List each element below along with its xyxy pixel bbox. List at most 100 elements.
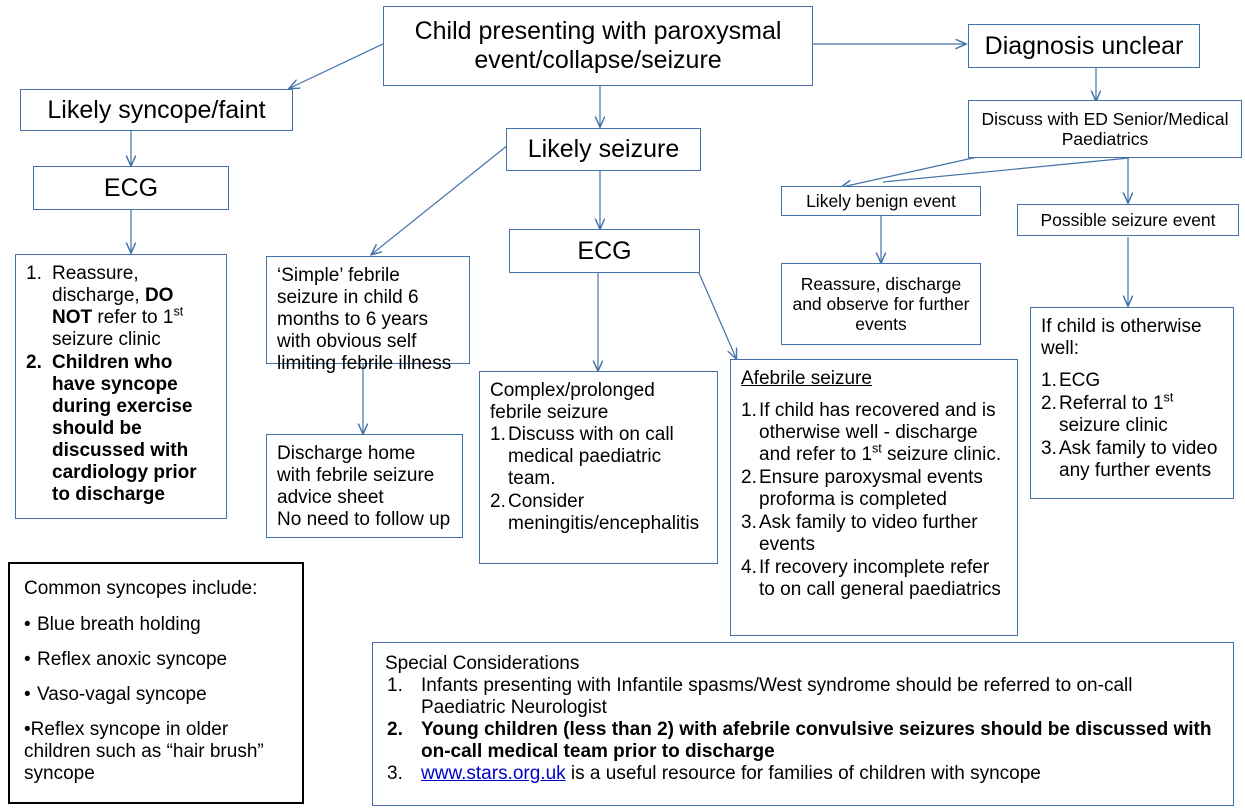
- list-item: •Reflex syncope in older children such a…: [24, 719, 288, 785]
- arrow-root-to-likely-syncope: [290, 43, 384, 88]
- list-item: 2. Children who have syncope during exer…: [26, 352, 216, 506]
- bullet-icon: •: [24, 649, 31, 671]
- list-text: If recovery incomplete refer to on call …: [759, 557, 1001, 601]
- list-text: Vaso-vagal syncope: [37, 684, 207, 706]
- list-marker: 1.: [490, 424, 506, 446]
- bullet-icon: •: [24, 719, 31, 741]
- afebrile-heading: Afebrile seizure: [741, 368, 872, 389]
- complex-febrile-list: 1. Discuss with on call medical paediatr…: [490, 424, 707, 535]
- node-simple-febrile-label: ‘Simple’ febrile seizure in child 6 mont…: [277, 265, 452, 375]
- node-likely-syncope[interactable]: Likely syncope/faint: [20, 89, 293, 131]
- list-marker: 2.: [387, 719, 403, 741]
- node-ecg-mid[interactable]: ECG: [509, 229, 700, 273]
- node-diagnosis-unclear[interactable]: Diagnosis unclear: [968, 24, 1200, 68]
- list-item: • Reflex anoxic syncope: [24, 649, 288, 671]
- list-text: Referral to 1st seizure clinic: [1059, 390, 1174, 437]
- common-syncopes-list: • Blue breath holding • Reflex anoxic sy…: [24, 614, 288, 785]
- node-common-syncopes[interactable]: Common syncopes include: • Blue breath h…: [8, 562, 304, 804]
- list-item: 1. Reassure, discharge, DO NOT refer to …: [26, 263, 216, 351]
- list-text: If child has recovered and is otherwise …: [759, 400, 1002, 466]
- list-item: 2. Ensure paroxysmal events proforma is …: [741, 467, 1007, 511]
- list-marker: 3.: [387, 763, 403, 785]
- list-item: 3. Ask family to video any further event…: [1041, 438, 1223, 482]
- list-text: Reflex anoxic syncope: [37, 649, 228, 671]
- node-special-considerations[interactable]: Special Considerations 1. Infants presen…: [372, 642, 1234, 806]
- list-marker: 2.: [1041, 393, 1057, 415]
- list-marker: 2.: [490, 491, 506, 513]
- node-simple-febrile[interactable]: ‘Simple’ febrile seizure in child 6 mont…: [266, 256, 470, 374]
- list-item: 1. Discuss with on call medical paediatr…: [490, 424, 707, 490]
- discharge-home-line2: No need to follow up: [277, 509, 451, 531]
- complex-febrile-heading: Complex/prolonged febrile seizure: [490, 380, 655, 424]
- list-text: Ask family to video any further events: [1059, 438, 1218, 482]
- node-root-label: Child presenting with paroxysmal event/c…: [414, 17, 782, 74]
- list-marker: 4.: [741, 557, 757, 579]
- list-marker: 1.: [387, 675, 403, 697]
- discharge-home-line1: Discharge home with febrile seizure advi…: [277, 443, 435, 509]
- stars-link[interactable]: www.stars.org.uk: [421, 763, 566, 785]
- bullet-icon: •: [24, 684, 31, 706]
- list-text: Children who have syncope during exercis…: [52, 352, 197, 506]
- list-text: Young children (less than 2) with afebri…: [421, 719, 1212, 763]
- arrow-ecg-mid-to-afebrile: [698, 272, 736, 358]
- node-ecg-mid-label: ECG: [577, 236, 632, 265]
- list-item: 4. If recovery incomplete refer to on ca…: [741, 557, 1007, 601]
- list-item: 2. Referral to 1st seizure clinic: [1041, 390, 1223, 437]
- node-possible-seizure[interactable]: Possible seizure event: [1017, 204, 1239, 236]
- list-item: 3. Ask family to video further events: [741, 512, 1007, 556]
- list-item: • Blue breath holding: [24, 614, 288, 636]
- bullet-icon: •: [24, 614, 31, 636]
- list-text: Ask family to video further events: [759, 512, 978, 556]
- node-reassure-discharge[interactable]: Reassure, discharge and observe for furt…: [781, 263, 981, 345]
- list-text: www.stars.org.uk is a useful resource fo…: [421, 763, 1041, 785]
- node-discharge-home[interactable]: Discharge home with febrile seizure advi…: [266, 434, 463, 538]
- node-likely-syncope-label: Likely syncope/faint: [47, 95, 266, 124]
- node-discuss-ed[interactable]: Discuss with ED Senior/Medical Paediatri…: [968, 100, 1242, 158]
- list-item: 1. Infants presenting with Infantile spa…: [385, 675, 1221, 719]
- node-likely-seizure[interactable]: Likely seizure: [506, 128, 701, 171]
- node-discuss-ed-label: Discuss with ED Senior/Medical Paediatri…: [981, 108, 1229, 149]
- list-marker: 1.: [26, 263, 42, 284]
- list-item: 3. www.stars.org.uk is a useful resource…: [385, 763, 1221, 785]
- list-text: •Reflex syncope in older children such a…: [24, 719, 264, 785]
- node-syncope-outcome[interactable]: 1. Reassure, discharge, DO NOT refer to …: [15, 254, 227, 519]
- arrow-discuss-ed-to-likely-benign: [882, 157, 1130, 183]
- node-reassure-discharge-label: Reassure, discharge and observe for furt…: [792, 273, 970, 335]
- list-marker: 1.: [741, 400, 757, 422]
- list-item: 1. ECG: [1041, 370, 1223, 392]
- list-text: Infants presenting with Infantile spasms…: [421, 675, 1133, 719]
- arrow-seizure-to-simple-febrile: [372, 144, 509, 254]
- node-likely-benign[interactable]: Likely benign event: [781, 186, 981, 216]
- list-text: Reassure, discharge, DO NOT refer to 1st…: [52, 263, 184, 351]
- node-ecg-left[interactable]: ECG: [33, 166, 229, 210]
- node-complex-febrile[interactable]: Complex/prolonged febrile seizure 1. Dis…: [479, 371, 718, 564]
- common-syncopes-heading: Common syncopes include:: [24, 578, 258, 599]
- list-marker: 2.: [741, 467, 757, 489]
- node-afebrile-seizure[interactable]: Afebrile seizure 1. If child has recover…: [730, 359, 1018, 636]
- node-likely-benign-label: Likely benign event: [806, 190, 956, 211]
- list-text: Ensure paroxysmal events proforma is com…: [759, 467, 983, 511]
- node-likely-seizure-label: Likely seizure: [527, 135, 680, 163]
- special-considerations-list: 1. Infants presenting with Infantile spa…: [385, 675, 1221, 785]
- list-text: ECG: [1059, 370, 1101, 392]
- list-marker: 1.: [1041, 370, 1057, 392]
- list-item: 2. Young children (less than 2) with afe…: [385, 719, 1221, 763]
- list-item: 2. Consider meningitis/encephalitis: [490, 491, 707, 535]
- list-marker: 3.: [1041, 438, 1057, 460]
- list-text: Blue breath holding: [37, 614, 201, 636]
- node-root[interactable]: Child presenting with paroxysmal event/c…: [383, 6, 813, 86]
- list-marker: 2.: [26, 352, 42, 374]
- node-otherwise-well[interactable]: If child is otherwise well: 1. ECG 2. Re…: [1030, 307, 1234, 499]
- otherwise-well-heading: If child is otherwise well:: [1041, 316, 1202, 360]
- otherwise-well-list: 1. ECG 2. Referral to 1st seizure clinic…: [1041, 370, 1223, 482]
- list-text: Consider meningitis/encephalitis: [508, 491, 700, 535]
- list-item: • Vaso-vagal syncope: [24, 684, 288, 706]
- list-marker: 3.: [741, 512, 757, 534]
- syncope-outcome-list: 1. Reassure, discharge, DO NOT refer to …: [26, 263, 216, 506]
- node-ecg-left-label: ECG: [103, 173, 159, 202]
- list-text: Discuss with on call medical paediatric …: [508, 424, 674, 490]
- node-diagnosis-unclear-label: Diagnosis unclear: [984, 31, 1184, 60]
- node-possible-seizure-label: Possible seizure event: [1040, 209, 1216, 230]
- afebrile-list: 1. If child has recovered and is otherwi…: [741, 400, 1007, 601]
